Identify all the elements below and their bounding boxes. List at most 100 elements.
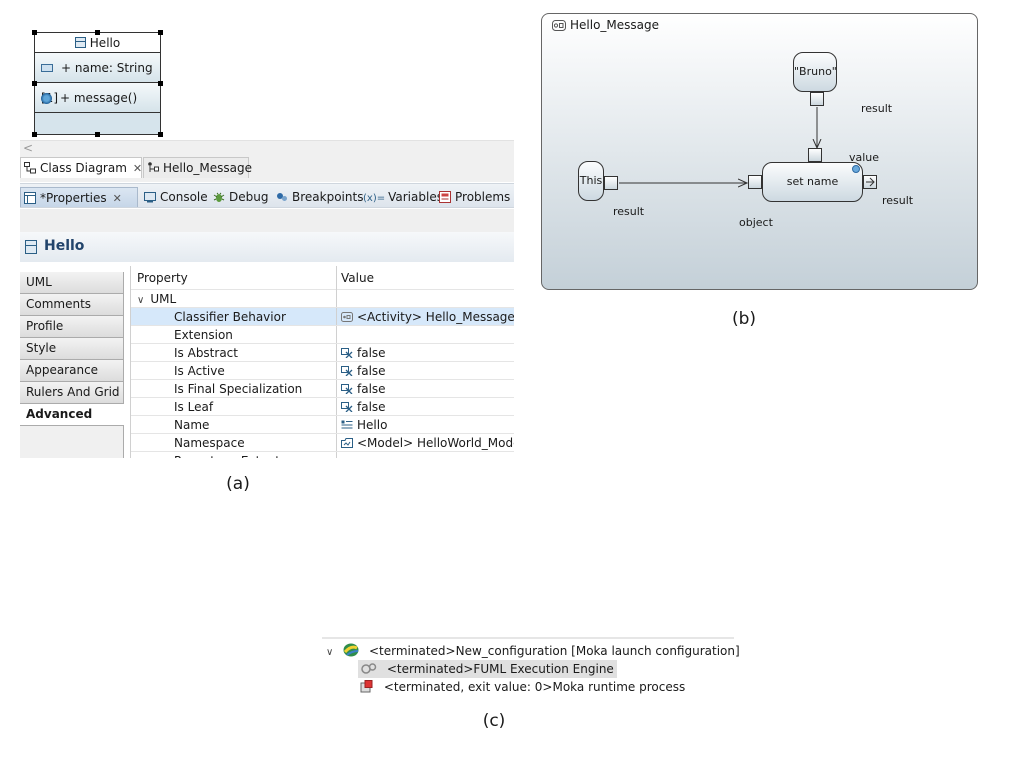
value-cell[interactable]: Hello	[336, 416, 514, 433]
tab-hello-message-label: Hello_Message	[163, 161, 253, 175]
tab-debug-label: Debug	[229, 190, 269, 204]
tab-console[interactable]: Console	[141, 187, 211, 207]
tab-problems[interactable]: Problems	[436, 187, 513, 207]
action-set-name[interactable]: set name	[762, 162, 863, 202]
sidebar-item-uml[interactable]: UML	[20, 272, 124, 294]
sidebar-item-rulers-and-grid[interactable]: Rulers And Grid	[20, 382, 124, 404]
output-pin-result[interactable]	[863, 175, 877, 189]
scroll-left-arrow[interactable]: <	[23, 141, 34, 155]
sidebar-item-advanced[interactable]: Advanced	[20, 404, 124, 426]
value-cell[interactable]: false	[336, 362, 514, 379]
tab-properties-label: *Properties	[40, 191, 107, 205]
sidebar-item-profile[interactable]: Profile	[20, 316, 124, 338]
pin-label: object	[739, 216, 773, 229]
property-value: <Activity> Hello_Message	[357, 310, 514, 324]
property-name: Is Active	[174, 364, 225, 378]
chevron-down-icon[interactable]: ∨	[326, 647, 334, 658]
resize-handle[interactable]	[32, 132, 37, 137]
close-icon[interactable]: ✕	[132, 162, 143, 175]
sidebar-item-comments[interactable]: Comments	[20, 294, 124, 316]
value-cell[interactable]: false	[336, 344, 514, 361]
resize-handle[interactable]	[32, 81, 37, 86]
operation-icon	[41, 93, 52, 104]
sidebar-filler	[20, 426, 124, 458]
value-cell[interactable]: <Activity> Hello_Message	[336, 308, 514, 325]
debug-tree: ∨ <terminated>New_configuration [Moka la…	[322, 637, 740, 699]
close-icon[interactable]: ✕	[112, 192, 122, 205]
tab-breakpoints[interactable]: Breakpoints	[273, 187, 366, 207]
resize-handle[interactable]	[158, 81, 163, 86]
activity-icon	[341, 312, 353, 322]
pin-label: value	[849, 151, 880, 164]
tab-variables[interactable]: (x)=Variables	[360, 187, 446, 207]
input-pin-object[interactable]	[748, 175, 762, 189]
table-row[interactable]: Namespace <Model> HelloWorld_Model	[131, 434, 514, 452]
table-row[interactable]: Is Final Specialization false	[131, 380, 514, 398]
resize-handle[interactable]	[95, 30, 100, 35]
class-name: Hello	[89, 36, 121, 50]
tree-item-label: <terminated>FUML Execution Engine	[386, 662, 614, 676]
table-row[interactable]: Is Active false	[131, 362, 514, 380]
tree-item-engine[interactable]: <terminated>FUML Execution Engine	[358, 660, 617, 678]
model-icon	[341, 438, 353, 448]
output-pin[interactable]	[810, 92, 824, 106]
tab-problems-label: Problems	[455, 190, 511, 204]
tree-item-launch[interactable]: ∨ <terminated>New_configuration [Moka la…	[326, 642, 740, 660]
launch-config-icon	[343, 643, 359, 657]
activity-frame[interactable]: Hello_Message "Bruno" result This result…	[541, 13, 978, 290]
string-icon	[341, 420, 353, 429]
class-diagram-icon	[24, 162, 36, 174]
resize-handle[interactable]	[158, 30, 163, 35]
tab-properties[interactable]: *Properties ✕	[20, 187, 138, 207]
tree-item-process[interactable]: <terminated, exit value: 0>Moka runtime …	[360, 678, 685, 696]
value-spec-bruno[interactable]: "Bruno"	[793, 52, 837, 92]
attribute-compartment[interactable]: + name: String [1]	[35, 53, 160, 105]
class-icon	[25, 240, 37, 254]
table-header: Property Value	[131, 266, 514, 290]
tab-class-diagram[interactable]: Class Diagram ✕	[20, 157, 142, 178]
table-row[interactable]: Is Abstract false	[131, 344, 514, 362]
tab-variables-label: Variables	[388, 190, 443, 204]
read-self-this[interactable]: This	[578, 161, 604, 201]
tab-console-label: Console	[160, 190, 208, 204]
sidebar-item-style[interactable]: Style	[20, 338, 124, 360]
node-label: set name	[786, 175, 839, 188]
process-icon	[360, 680, 373, 693]
property-name: Is Final Specialization	[174, 382, 303, 396]
tab-class-diagram-label: Class Diagram	[40, 161, 127, 175]
value-cell[interactable]: false	[336, 398, 514, 415]
value-cell[interactable]: <Model> HelloWorld_Model	[336, 434, 514, 451]
resize-handle[interactable]	[95, 132, 100, 137]
table-row[interactable]: Powertype Extent	[131, 452, 514, 458]
chevron-down-icon[interactable]: ∨	[137, 295, 145, 306]
output-pin[interactable]	[604, 176, 618, 190]
variables-icon: (x)=	[363, 193, 386, 204]
arrow-right-icon	[866, 177, 875, 187]
console-icon	[144, 192, 156, 203]
caption-b: (b)	[731, 309, 757, 329]
class-name-compartment: Hello	[35, 33, 160, 53]
boolean-icon	[341, 366, 353, 376]
class-hello-shape[interactable]: Hello + name: String [1] + message()	[34, 32, 161, 135]
value-cell[interactable]	[336, 326, 514, 343]
node-label: "Bruno"	[794, 65, 837, 78]
boolean-icon	[341, 402, 353, 412]
pin-label: result	[613, 205, 645, 218]
value-cell[interactable]	[336, 452, 514, 458]
table-row[interactable]: Name Hello	[131, 416, 514, 434]
resize-handle[interactable]	[158, 132, 163, 137]
activity-diagram-icon	[148, 162, 159, 172]
resize-handle[interactable]	[32, 30, 37, 35]
table-row[interactable]: Is Leaf false	[131, 398, 514, 416]
column-header-property: Property	[137, 271, 188, 285]
property-name: Extension	[174, 328, 233, 342]
value-cell[interactable]: false	[336, 380, 514, 397]
input-pin-value[interactable]	[808, 148, 822, 162]
table-row[interactable]: Classifier Behavior <Activity> Hello_Mes…	[131, 308, 514, 326]
tab-hello-message[interactable]: Hello_Message	[143, 157, 253, 178]
table-row-group[interactable]: ∨UML	[131, 290, 514, 308]
sidebar-item-appearance[interactable]: Appearance	[20, 360, 124, 382]
table-row[interactable]: Extension	[131, 326, 514, 344]
operation-compartment[interactable]: + message()	[35, 83, 160, 113]
tab-debug[interactable]: Debug	[210, 187, 271, 207]
